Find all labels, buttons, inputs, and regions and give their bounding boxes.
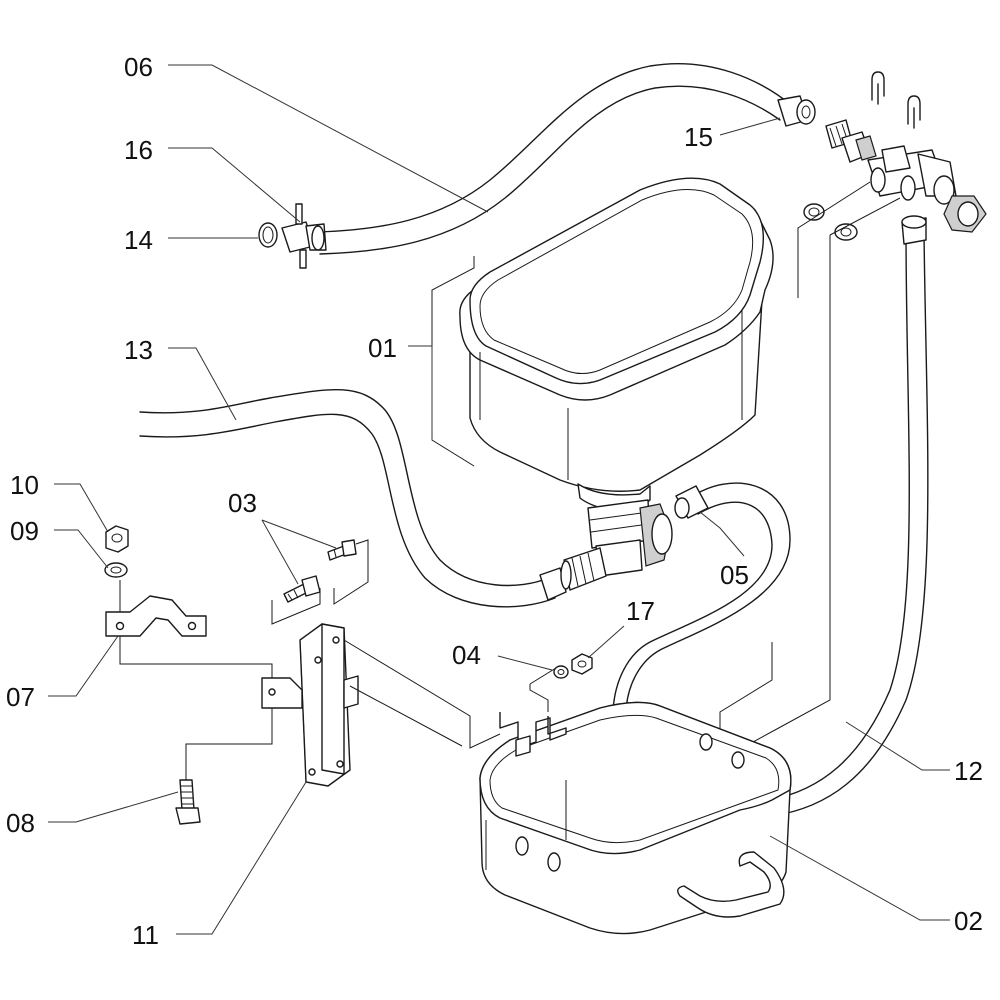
nut-17 [571, 653, 593, 675]
washer-04 [553, 665, 569, 679]
screws-03 [283, 539, 357, 603]
label-13: 13 [124, 335, 153, 365]
reservoir-01 [459, 177, 774, 511]
label-16: 16 [124, 135, 153, 165]
fitting-15 [777, 95, 816, 127]
label-08: 08 [6, 808, 35, 838]
bracket-11 [299, 623, 359, 787]
washer-09 [104, 562, 128, 578]
label-15: 15 [684, 122, 713, 152]
label-14: 14 [124, 225, 153, 255]
tee-fitting [560, 499, 673, 591]
label-17: 17 [626, 596, 655, 626]
label-03: 03 [228, 488, 257, 518]
bolt-08 [175, 779, 201, 825]
label-12: 12 [954, 756, 983, 786]
manifold-fitting [803, 71, 987, 241]
label-01: 01 [368, 333, 397, 363]
label-02: 02 [954, 906, 983, 936]
label-06: 06 [124, 52, 153, 82]
label-07: 07 [6, 682, 35, 712]
hose-12 [769, 215, 929, 817]
hose-06 [317, 62, 791, 255]
valve-16 [281, 203, 327, 269]
clamp-plate [261, 677, 303, 709]
o-ring-14 [258, 222, 278, 248]
label-09: 09 [10, 516, 39, 546]
label-10: 10 [10, 470, 39, 500]
label-05: 05 [720, 560, 749, 590]
label-11: 11 [132, 920, 159, 950]
part-labels: 06 16 14 13 01 10 09 03 05 17 04 07 08 1… [6, 52, 983, 950]
drip-tray-02 [479, 701, 792, 935]
nut-10 [105, 525, 129, 553]
label-04: 04 [452, 640, 481, 670]
hose-13 [139, 389, 567, 608]
leader-lines [48, 64, 950, 935]
clamp-07 [105, 595, 207, 637]
